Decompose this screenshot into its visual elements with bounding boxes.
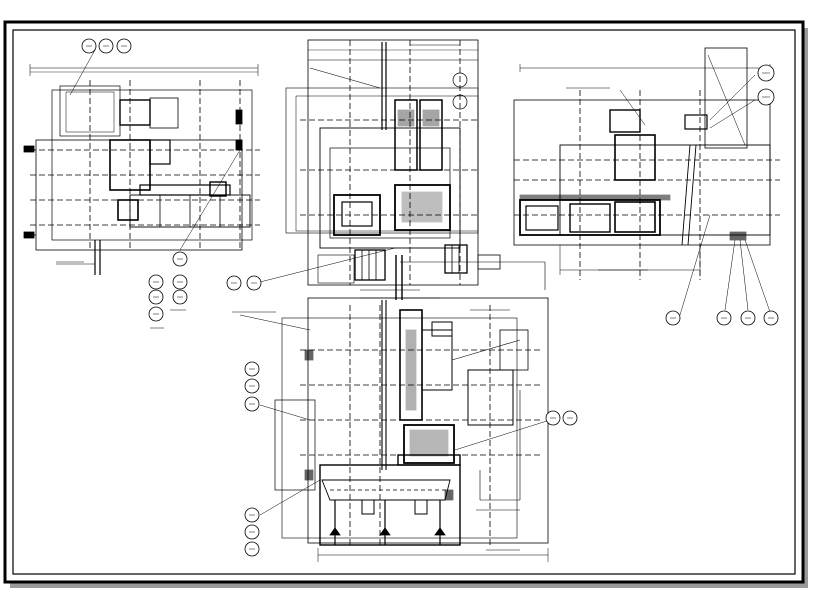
outer-border	[3, 20, 805, 584]
annotation-marks	[56, 44, 774, 551]
top-plan-view	[259, 39, 546, 300]
sheet-frame	[3, 20, 808, 588]
inner-border	[12, 29, 796, 575]
right-elevation-view	[513, 47, 780, 316]
front-elevation-view	[239, 297, 551, 562]
left-elevation-view	[23, 49, 260, 275]
